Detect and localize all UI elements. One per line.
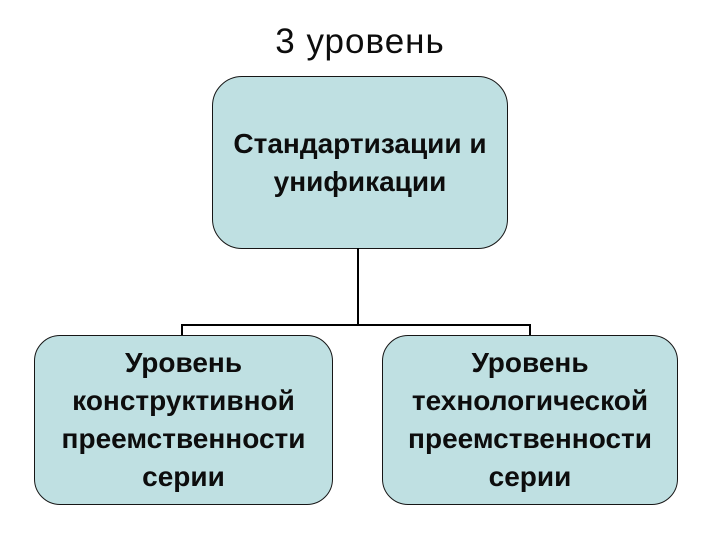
connector-drop-right <box>529 324 531 336</box>
connector-horizontal <box>181 324 531 326</box>
node-label-root: Стандартизации и унификации <box>233 127 487 197</box>
node-label-technological: Уровень технологической преемственности … <box>408 347 652 492</box>
node-constructive-continuity: Уровень конструктивной преемственности с… <box>34 335 333 505</box>
node-technological-continuity: Уровень технологической преемственности … <box>382 335 678 505</box>
slide-title: 3 уровень <box>275 22 445 61</box>
node-standardization-unification: Стандартизации и унификации <box>212 76 508 249</box>
connector-stem <box>357 248 359 326</box>
connector-drop-left <box>181 324 183 336</box>
node-label-constructive: Уровень конструктивной преемственности с… <box>61 347 306 492</box>
